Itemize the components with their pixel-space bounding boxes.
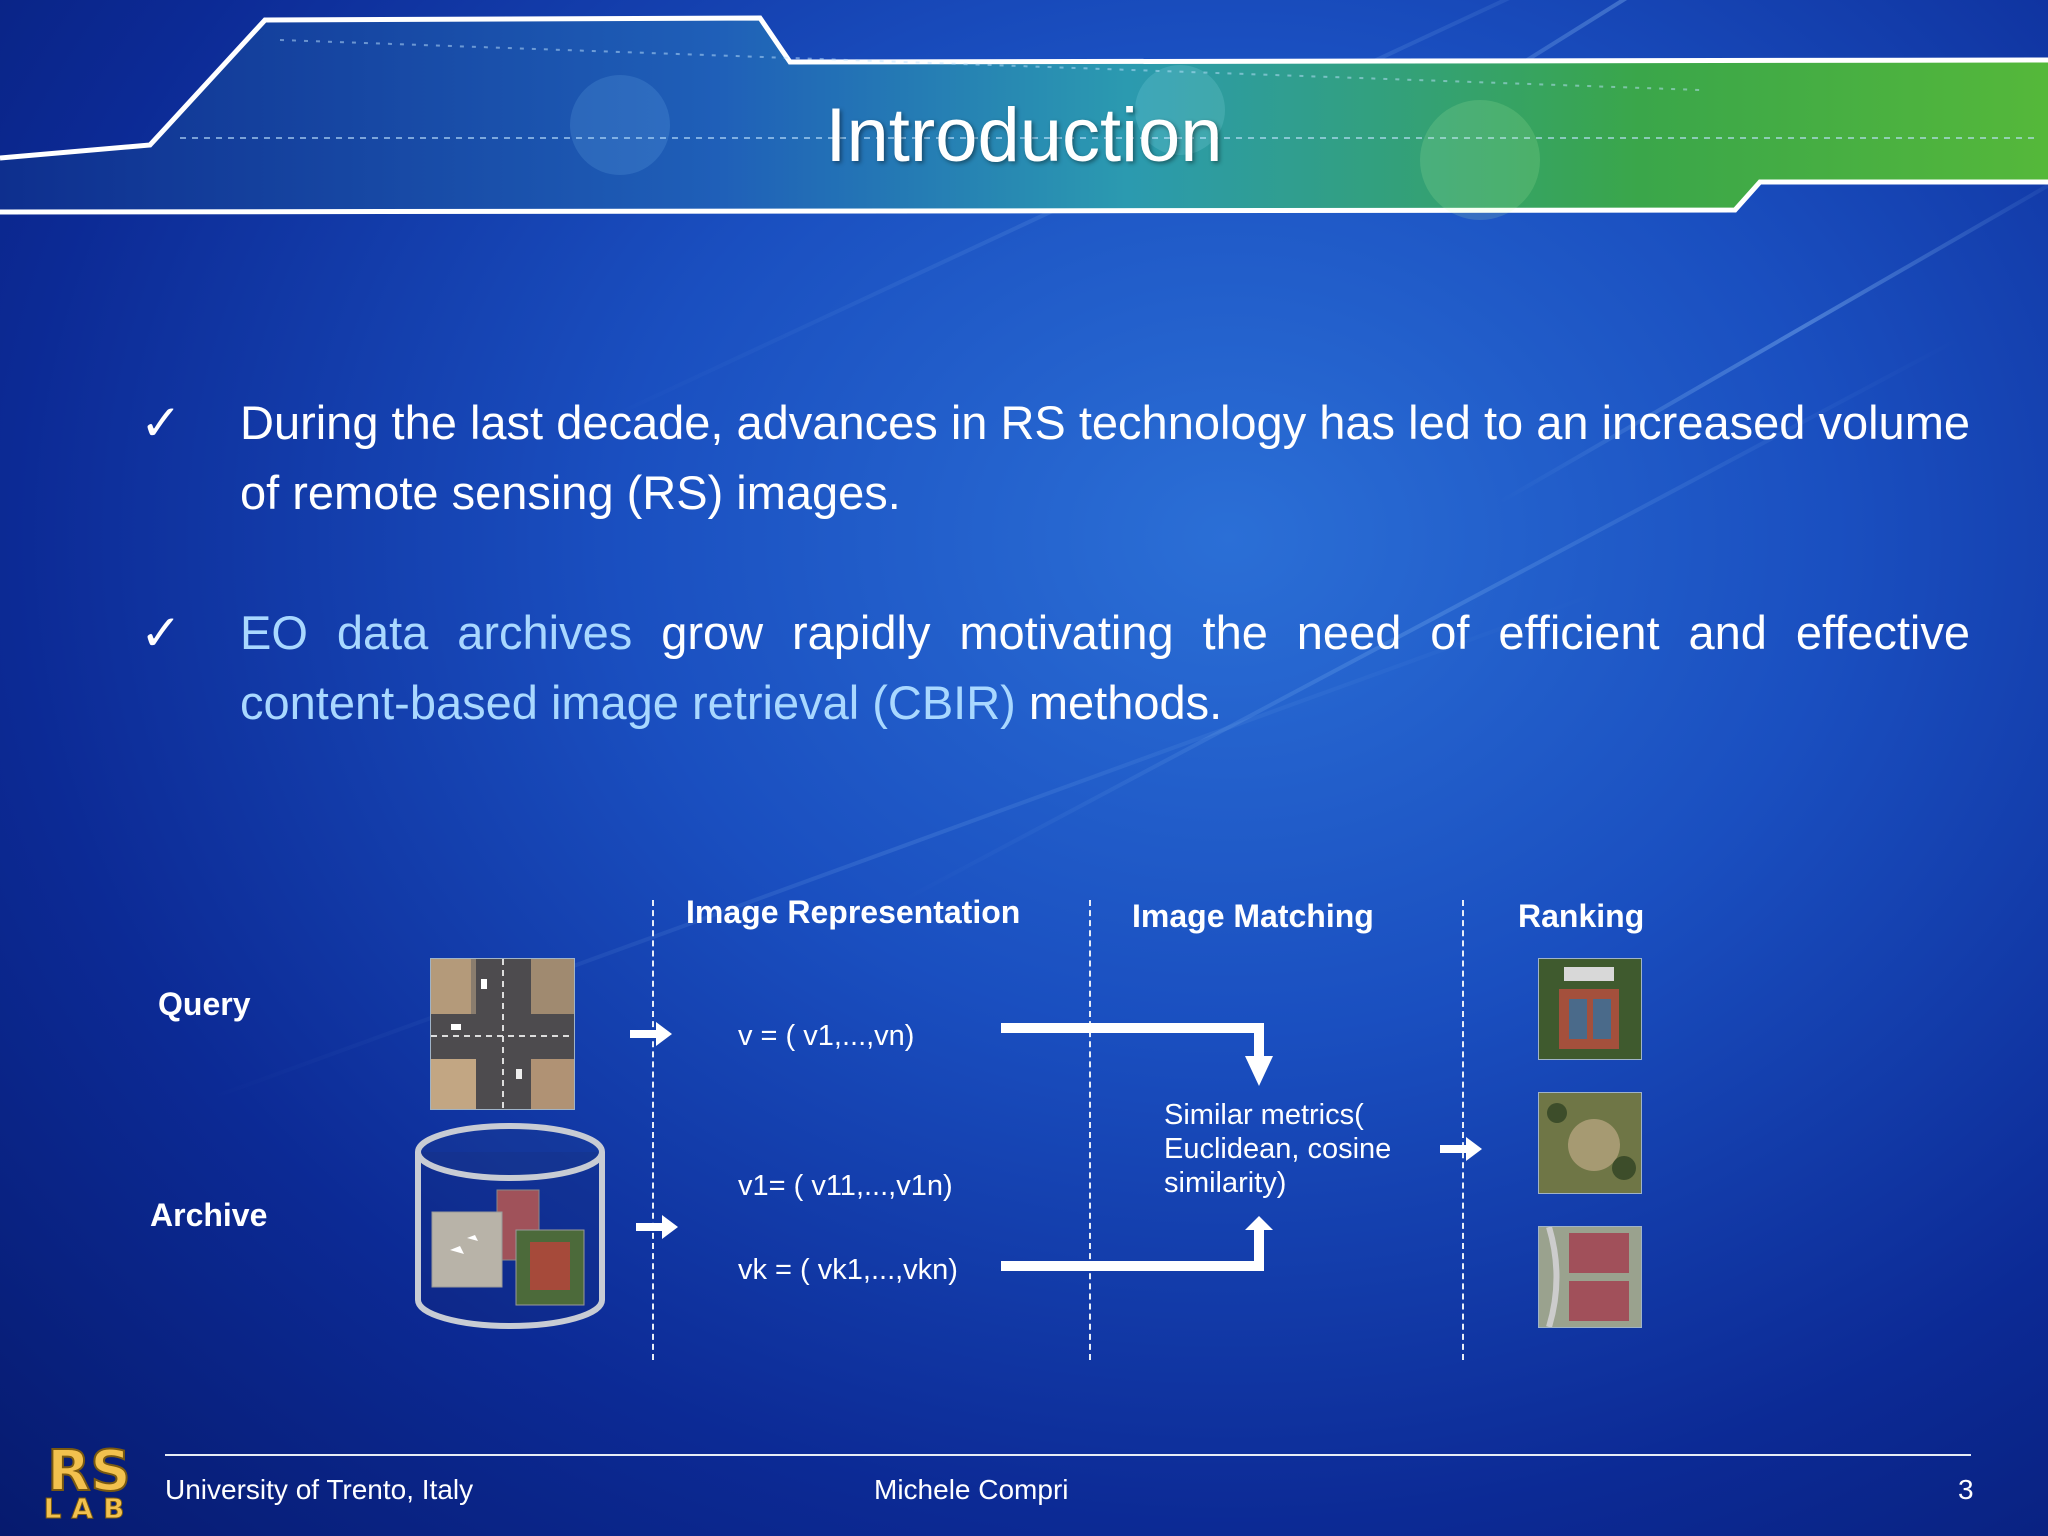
check-icon: ✓ <box>140 604 182 662</box>
label-archive: Archive <box>150 1197 268 1233</box>
arrow-right-icon <box>636 1215 678 1239</box>
arrow-right-icon <box>630 1022 672 1046</box>
query-image <box>430 958 575 1110</box>
header-ranking: Ranking <box>1518 898 1645 934</box>
page-number: 3 <box>1958 1474 1974 1505</box>
archive-database-icon <box>415 1123 605 1329</box>
check-icon: ✓ <box>140 394 182 452</box>
footer-institution: University of Trento, Italy <box>165 1474 474 1505</box>
arrow-right-icon <box>1440 1137 1482 1161</box>
footer-author: Michele Compri <box>874 1474 1069 1505</box>
label-query: Query <box>158 986 251 1022</box>
svg-text:LAB: LAB <box>44 1492 135 1522</box>
ranked-result-image-1 <box>1538 958 1642 1060</box>
bullet-1-text: During the last decade, advances in RS t… <box>240 396 1970 519</box>
ranked-result-image-2 <box>1538 1092 1642 1194</box>
slide-title: Introduction <box>825 93 1223 178</box>
highlight-eo-archives: EO data archives <box>240 606 633 659</box>
footer-divider <box>165 1454 1971 1456</box>
header-image-matching: Image Matching <box>1132 898 1374 934</box>
rs-lab-logo: RS LAB <box>43 1440 135 1522</box>
header-banner <box>0 15 2048 220</box>
archive-feature-vector-1: v1= ( v11,...,v1n) <box>738 1170 953 1202</box>
ranked-result-image-3 <box>1538 1226 1642 1328</box>
highlight-cbir: content-based image retrieval (CBIR) <box>240 676 1016 729</box>
divider-line <box>1462 900 1464 1360</box>
divider-line <box>1089 900 1091 1360</box>
query-feature-vector: v = ( v1,...,vn) <box>738 1020 915 1052</box>
divider-line <box>652 900 654 1360</box>
header-image-representation: Image Representation <box>686 894 1021 930</box>
svg-text:RS: RS <box>47 1440 130 1504</box>
similarity-metric-text: Similar metrics( Euclidean, cosine simil… <box>1164 1099 1392 1199</box>
connector-arrows <box>1001 1023 1273 1271</box>
archive-feature-vector-k: vk = ( vk1,...,vkn) <box>738 1254 958 1286</box>
bullet-2-text: EO data archives grow rapidly motivating… <box>240 606 1971 729</box>
